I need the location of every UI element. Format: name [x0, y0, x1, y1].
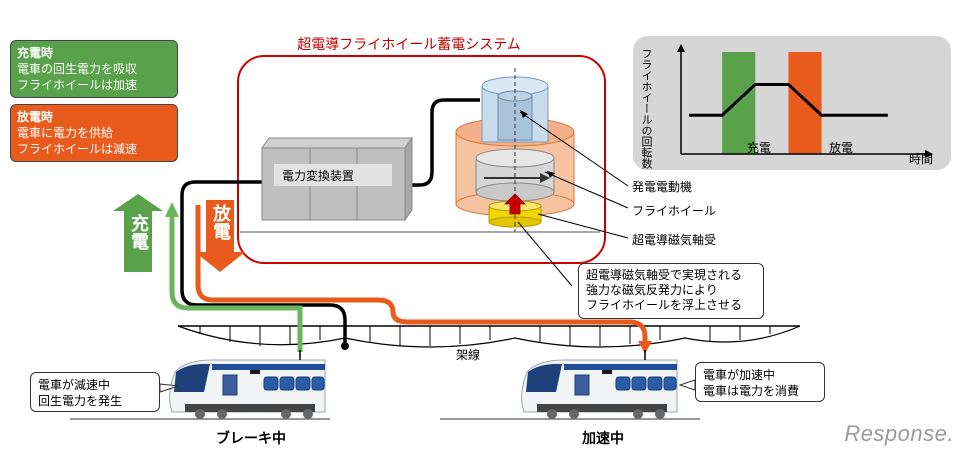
- chart-x-axis-arrow: [925, 150, 933, 158]
- right-train-callout: 電車が加速中 電車は電力を消費: [695, 362, 825, 402]
- flywheel-assembly: [455, 68, 575, 232]
- charge-big-arrow: [113, 194, 163, 272]
- legend-charge-title: 充電時: [17, 46, 54, 60]
- bearing-callout-line3: フライホイールを浮上させる: [586, 298, 743, 312]
- chart-ylabel: フライホイールの回転数: [640, 48, 653, 169]
- leader-flywheel: [544, 171, 629, 209]
- chart-phase-label-discharge: 放電: [829, 141, 854, 155]
- legend-charge-line1: 電車の回生電力を吸収: [17, 62, 138, 76]
- system-title: 超電導フライホイール蓄電システム: [297, 37, 521, 53]
- bearing-callout-line2: 強力な磁気反発力により: [586, 283, 718, 297]
- legend-discharge: 放電時 電車に電力を供給 フライホイールは減速: [10, 104, 178, 162]
- discharge-arrow-text: 放電: [210, 204, 231, 240]
- left-train-callout: 電車が減速中 回生電力を発生: [30, 372, 160, 412]
- train-left: [169, 350, 326, 419]
- left-train-caption: ブレーキ中: [216, 431, 286, 447]
- discharge-arrow-label: 放電: [206, 204, 234, 246]
- catenary-messenger: [177, 325, 801, 348]
- converter-motor-line: [405, 98, 480, 187]
- discharge-path: [195, 205, 648, 343]
- bearing-callout-line1: 超電導磁気軸受で実現される: [586, 268, 743, 282]
- chart-ylabel-line1: フライホイールの: [640, 48, 653, 136]
- power-converter-label: 電力変換装置: [282, 169, 355, 183]
- right-train-callout-line1: 電車が加速中: [703, 368, 776, 382]
- discharge-big-arrow: [195, 200, 245, 272]
- chart-phase-label-charge: 充電: [747, 141, 772, 155]
- system-boundary: [237, 55, 606, 264]
- leader-motor: [519, 111, 629, 187]
- label-bearing: 超電導磁気軸受: [632, 233, 717, 247]
- right-train-callout-line2: 電車は電力を消費: [703, 384, 800, 398]
- power-converter: [261, 136, 413, 222]
- feeder-line: [180, 180, 347, 346]
- overhead-line-label: 架線: [456, 348, 481, 362]
- legend-discharge-title: 放電時: [17, 110, 54, 124]
- charge-arrow-text: 充電: [128, 214, 149, 250]
- response-watermark: Response.: [844, 421, 954, 446]
- chart-y-axis-arrow: [677, 44, 685, 52]
- feeder-junction: [341, 342, 349, 350]
- train-right: [521, 350, 678, 419]
- leader-bearing: [537, 213, 629, 239]
- label-flywheel: フライホイール: [632, 204, 717, 218]
- label-motor-generator: 発電電動機: [632, 180, 693, 194]
- chart-band-discharge: [788, 52, 822, 154]
- leader-callout: [517, 221, 573, 287]
- chart-xlabel: 時間: [909, 152, 934, 166]
- chart-ylabel-line2: 回転数: [640, 136, 653, 169]
- charge-arrow-label: 充電: [124, 214, 152, 256]
- left-train-callout-line1: 電車が減速中: [38, 378, 111, 392]
- legend-discharge-line2: フライホイールは減速: [17, 142, 138, 156]
- legend-charge: 充電時 電車の回生電力を吸収 フライホイールは加速: [10, 40, 178, 98]
- legend-discharge-line1: 電車に電力を供給: [17, 126, 114, 140]
- chart-band-charge: [722, 52, 756, 154]
- right-train-caption: 加速中: [582, 431, 624, 447]
- left-train-callout-line2: 回生電力を発生: [38, 394, 123, 408]
- charge-path: [169, 215, 303, 352]
- bearing-callout: 超電導磁気軸受で実現される 強力な磁気反発力により フライホイールを浮上させる: [578, 263, 764, 319]
- legend-charge-line2: フライホイールは加速: [17, 78, 138, 92]
- rpm-chart: [677, 44, 933, 158]
